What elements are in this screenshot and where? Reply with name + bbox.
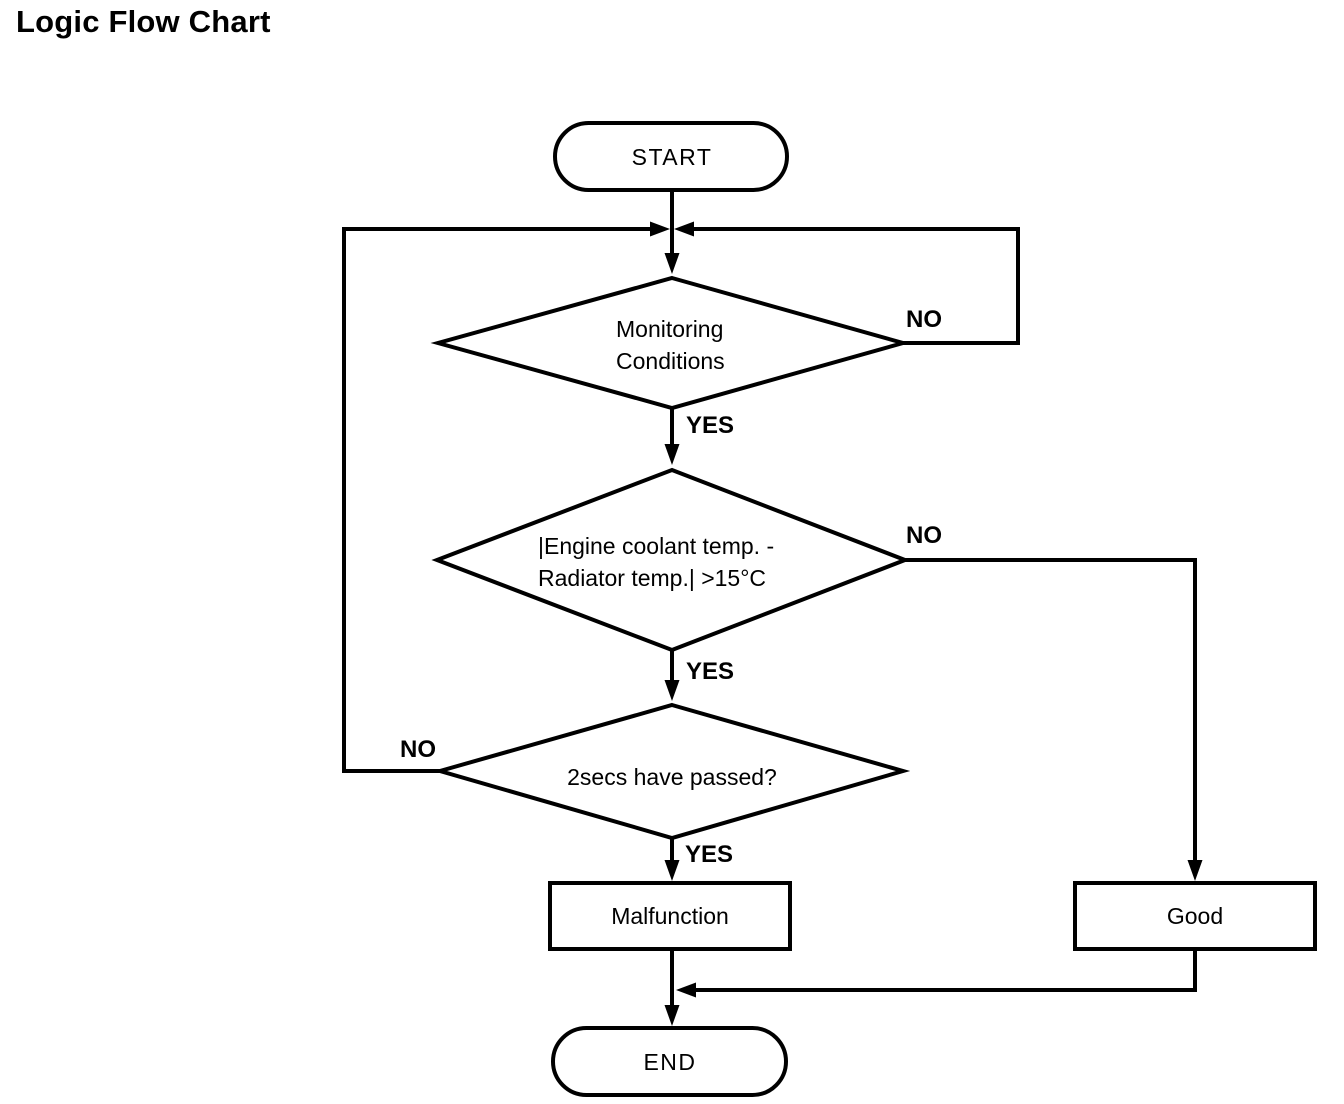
end-label: END [643, 1049, 696, 1075]
monitoring-label-line2: Conditions [616, 348, 725, 374]
arrowhead-into-monitoring [664, 253, 680, 274]
2secs-label: 2secs have passed? [567, 764, 777, 790]
arrowhead-into-2secs [664, 680, 680, 701]
coolant-decision-shape [431, 467, 911, 653]
good-label: Good [1167, 903, 1223, 929]
node-good: Good [1073, 881, 1317, 951]
coolant-label-line2: Radiator temp.| >15°C [538, 565, 766, 591]
arrowhead-junction-from-right [674, 221, 694, 237]
start-terminator-shape [553, 121, 789, 192]
edge-label-2secs-yes: YES [685, 841, 733, 868]
monitoring-label-line1: Monitoring [616, 316, 723, 342]
node-coolant-delta: |Engine coolant temp. - Radiator temp.| … [431, 467, 911, 653]
node-start: START [553, 121, 789, 192]
edge-label-2secs-no: NO [400, 736, 436, 763]
connector-coolant-no [905, 558, 1197, 863]
malfunction-process-shape [548, 881, 792, 951]
monitoring-decision-shape [430, 275, 911, 411]
arrowhead-into-coolant [664, 444, 680, 465]
page-title: Logic Flow Chart [16, 4, 271, 39]
arrowhead-junction-from-left [650, 221, 670, 237]
arrowhead-into-good [1187, 860, 1203, 881]
start-label: START [632, 144, 713, 170]
node-malfunction: Malfunction [548, 881, 792, 951]
node-monitoring-conditions: Monitoring Conditions [430, 275, 911, 411]
connectors-layer [342, 190, 1203, 1026]
2secs-decision-shape [432, 702, 911, 841]
node-end: END [551, 1026, 788, 1097]
coolant-label-line1: |Engine coolant temp. - [538, 533, 774, 559]
arrowhead-into-malfunction [664, 860, 680, 881]
edge-label-coolant-yes: YES [686, 658, 734, 685]
edge-label-monitoring-no: NO [906, 306, 942, 333]
good-process-shape [1073, 881, 1317, 951]
edge-labels-layer: NO YES NO YES NO YES [400, 306, 942, 868]
node-2secs-passed: 2secs have passed? [432, 702, 911, 841]
connector-good-to-merge [694, 949, 1197, 992]
malfunction-label: Malfunction [611, 903, 729, 929]
edge-label-monitoring-yes: YES [686, 412, 734, 439]
end-terminator-shape [551, 1026, 788, 1097]
edge-label-coolant-no: NO [906, 522, 942, 549]
arrowhead-into-end [664, 1005, 680, 1026]
connector-monitoring-no-loop [692, 227, 1020, 345]
connector-2secs-no-loop [342, 227, 652, 773]
arrowhead-merge-into-stem [676, 982, 696, 998]
